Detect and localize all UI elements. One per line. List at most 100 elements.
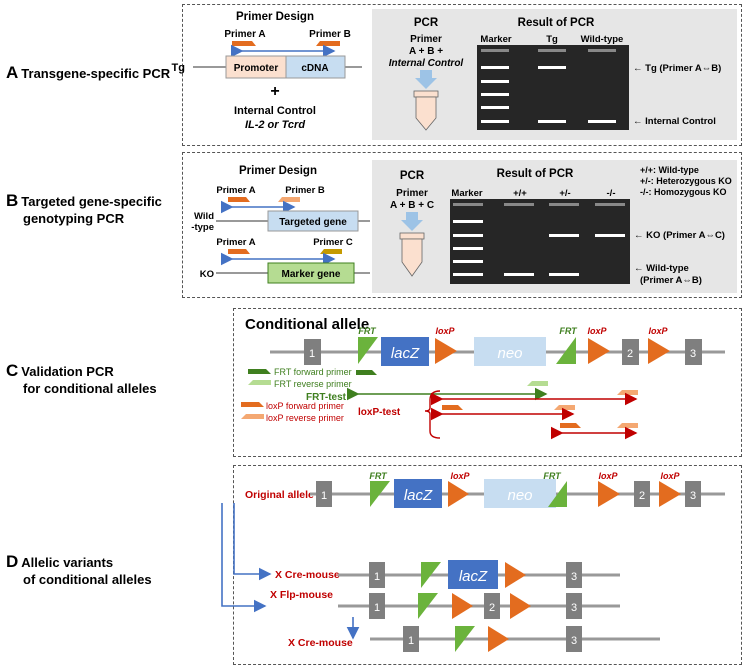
primer-b-arrow	[316, 41, 340, 46]
svg-text:1: 1	[374, 571, 380, 583]
pcr-mix-line1: Primer	[410, 34, 442, 45]
tg-band	[538, 66, 566, 69]
panel-b-primer-design: Primer Design Primer A Primer B Wild -ty…	[191, 165, 370, 284]
panel-c	[233, 308, 742, 457]
pcr-tube-icon	[399, 232, 425, 277]
loxp-site	[435, 338, 457, 364]
exon-1	[304, 339, 321, 365]
svg-text:2: 2	[489, 602, 495, 614]
frt-label: FRT	[358, 326, 377, 336]
panel-b-pcr: PCR Primer A + B + C Result of PCR +/+: …	[390, 165, 732, 286]
lane-marker: Marker	[451, 188, 482, 199]
marker-band	[481, 80, 509, 83]
frt-site	[358, 337, 378, 364]
primer-b-arrow	[278, 197, 300, 202]
svg-text:FRT: FRT	[369, 471, 388, 481]
frt-reverse-label: FRT reverse primer	[274, 379, 352, 389]
svg-text:lacZ: lacZ	[459, 568, 488, 585]
panel-d-variant-cre: 1 lacZ 3	[338, 560, 620, 589]
conditional-allele-title: Conditional allele	[245, 316, 369, 333]
primer-c-arrow	[320, 249, 342, 254]
svg-text:loxP: loxP	[648, 326, 668, 336]
loxp-reverse-label: loxP reverse primer	[266, 413, 344, 423]
ko-label: KO	[200, 269, 214, 280]
band-ko-label: ← KO (Primer A⇔C)	[634, 230, 725, 241]
marker-band	[481, 93, 509, 96]
pcr-title: PCR	[414, 17, 439, 29]
pcr-tube-icon	[413, 90, 439, 131]
loxp-forward-primer-icon	[241, 402, 264, 407]
frt-site	[556, 337, 576, 364]
pcr-mix-line2: A + B +	[409, 46, 443, 57]
promoter-label: Promoter	[234, 63, 279, 74]
svg-text:2: 2	[627, 348, 633, 360]
wt-band	[549, 273, 579, 276]
marker-gene-box	[267, 262, 355, 284]
svg-text:3: 3	[690, 490, 696, 502]
lane-wildtype: Wild-type	[581, 34, 624, 45]
lacz-box	[381, 337, 429, 366]
svg-text:lacZ: lacZ	[391, 345, 420, 362]
flp-mouse-label: X Flp-mouse	[270, 589, 333, 601]
lane-hom: -/-	[607, 188, 616, 199]
svg-text:neo: neo	[507, 487, 532, 504]
primer-design-title: Primer Design	[236, 11, 314, 23]
svg-text:2: 2	[639, 490, 645, 502]
marker-band	[453, 220, 483, 223]
gel-well	[538, 49, 566, 52]
down-arrow-icon	[401, 212, 423, 231]
panel-a-pcr: PCR Primer A + B + Internal Control Resu…	[389, 17, 721, 131]
svg-text:3: 3	[571, 571, 577, 583]
il2-tcrd-label: IL-2 or Tcrd	[245, 119, 305, 131]
loxp-site	[588, 338, 610, 364]
frt-reverse-primer-icon	[248, 380, 271, 385]
ic-band	[538, 120, 566, 123]
panel-c-primers: FRT forward primer FRT reverse primer FR…	[241, 367, 638, 440]
band-tg-label: ← Tg (Primer A⇔B)	[633, 63, 721, 74]
primer-a-arrow	[228, 197, 250, 202]
primer-b-label: Primer B	[285, 185, 325, 196]
gel-b	[450, 199, 630, 284]
svg-text:1: 1	[374, 602, 380, 614]
primer-a2-label: Primer A	[216, 237, 255, 248]
lane-marker: Marker	[480, 34, 511, 45]
loxp-forward-label: loxP forward primer	[266, 401, 344, 411]
loxp-label: loxP	[435, 326, 455, 336]
marker-band	[453, 234, 483, 237]
svg-text:1: 1	[321, 490, 327, 502]
panel-a	[182, 4, 742, 146]
gel-well	[588, 49, 616, 52]
band-wt-label: ← Wild-type	[634, 263, 689, 274]
svg-text:1: 1	[408, 635, 414, 647]
plus-sign: +	[270, 83, 279, 100]
frt-forward-primer-icon	[248, 369, 271, 374]
exon-3	[685, 339, 702, 365]
loxp-test-label: loxP-test	[358, 407, 401, 418]
marker-band	[481, 106, 509, 109]
svg-text:3: 3	[571, 602, 577, 614]
primer-a-label: Primer A	[224, 29, 265, 40]
frt-test-label: FRT-test	[306, 392, 347, 403]
panel-d-variant-flp: 1 2 3	[338, 593, 620, 619]
cdna-box	[285, 55, 346, 79]
marker-gene-label: Marker gene	[282, 269, 341, 280]
exon-1	[316, 481, 332, 507]
panel-d-variant-flp-cre: 1 3	[370, 626, 660, 652]
pcr-mix-line3: Internal Control	[389, 58, 464, 69]
legend-hom: -/-: Homozygous KO	[640, 187, 727, 197]
cdna-label: cDNA	[301, 63, 328, 74]
loxp-reverse-primer-icon	[241, 414, 264, 419]
primer-b-label: Primer B	[309, 29, 351, 40]
svg-text:loxP: loxP	[450, 471, 470, 481]
legend-het: +/-: Heterozygous KO	[640, 176, 732, 186]
lane-tg: Tg	[546, 34, 558, 45]
lane-wt: +/+	[513, 188, 527, 199]
result-title: Result of PCR	[518, 17, 595, 29]
tg-label: Tg	[172, 62, 185, 74]
original-allele-label: Original allele	[245, 489, 314, 501]
legend-wt: +/+: Wild-type	[640, 165, 699, 175]
cre-mouse-label: X Cre-mouse	[275, 569, 340, 581]
